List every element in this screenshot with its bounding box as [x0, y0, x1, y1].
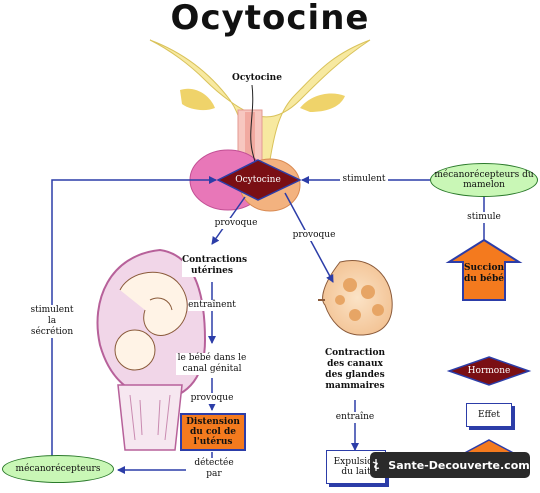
- watermark-text: Sante-Decouverte.com: [388, 458, 530, 472]
- legend-hormone-label: Hormone: [467, 366, 511, 376]
- hormone-diamond: [216, 159, 302, 201]
- node-succion: Succion du bébé: [463, 263, 504, 284]
- edge-entrainent: entraînent: [188, 300, 236, 311]
- arrow-stimulent-secretion: [51, 176, 217, 458]
- node-mecanorecepteurs-bottom: mécanorécepteurs: [2, 455, 114, 483]
- node-bebe-canal: le bébé dans le canal génital: [176, 353, 248, 375]
- legend-effet-box: Effet: [466, 403, 512, 427]
- edge-stimulent-secretion: stimulent la sécrétion: [28, 305, 76, 338]
- page-title: Ocytocine: [170, 0, 370, 38]
- breast-illustration: [318, 260, 393, 336]
- edge-provoque-right: provoque: [292, 230, 336, 241]
- node-mecanorecepteurs-mamelon: mécanorécepteurs du mamelon: [430, 163, 538, 197]
- node-distension: Distension du col de l'utérus: [180, 413, 246, 451]
- succion-arrow-shape: [445, 238, 523, 301]
- node-contractions-uterines: Contractions utérines: [182, 255, 248, 277]
- edge-stimule: stimule: [466, 212, 502, 223]
- watermark-badge: Sante-Decouverte.com: [370, 452, 530, 478]
- ocytocine-hormone-label: Ocytocine: [235, 175, 281, 185]
- node-contraction-canaux: Contraction des canaux des glandes mamma…: [318, 348, 392, 392]
- edge-entraine: entraîne: [335, 412, 375, 423]
- edge-detectee-par: détectée par: [186, 458, 242, 480]
- edge-provoque-left: provoque: [214, 218, 258, 229]
- edge-stimulent-top: stimulent: [340, 174, 388, 185]
- caduceus-icon: [372, 459, 380, 471]
- ocytocine-top-label: Ocytocine: [232, 73, 282, 83]
- legend-hormone-shape: [446, 356, 532, 386]
- edge-provoque-bottom: provoque: [190, 393, 234, 404]
